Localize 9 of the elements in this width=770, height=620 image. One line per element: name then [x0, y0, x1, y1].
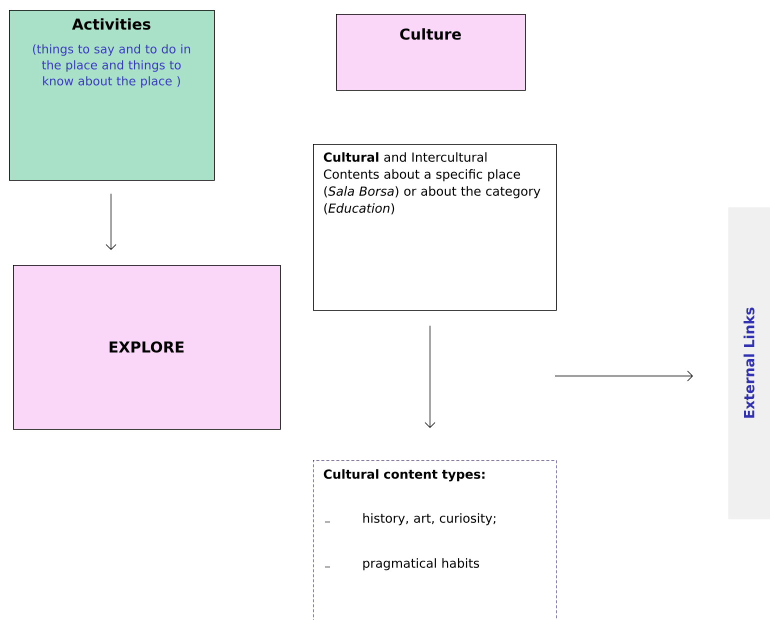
arrow [106, 193, 116, 250]
culture-box: Culture [336, 14, 526, 91]
content-types-box: Cultural content types: history, art, curiosity; pragmatical habits [313, 460, 557, 620]
external-links-band: External Links [728, 207, 770, 520]
arrow [424, 325, 436, 428]
explore-box: EXPLORE [13, 265, 281, 430]
arrow [554, 370, 693, 382]
activity-box: Activities (things to say and to do in the place and things to know about the place ) [9, 10, 215, 181]
content-box: Cultural and Intercultural Contents about a specific place (Sala Borsa) or about the category (Education) [313, 144, 557, 311]
